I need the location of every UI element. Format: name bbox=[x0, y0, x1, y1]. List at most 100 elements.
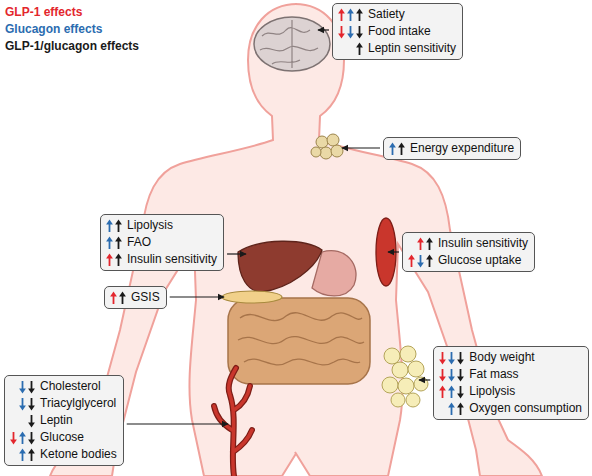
blood-vessel bbox=[214, 368, 252, 476]
arrow-head bbox=[115, 253, 122, 258]
effect-text: Leptin bbox=[40, 412, 73, 429]
effect-row: Energy expenditure bbox=[388, 140, 514, 157]
arrow-head bbox=[457, 393, 464, 398]
change-arrows bbox=[105, 219, 123, 233]
arrow-head bbox=[398, 142, 405, 147]
leader-line bbox=[127, 423, 228, 424]
up-arrow bbox=[356, 42, 363, 55]
change-arrows bbox=[388, 142, 406, 156]
arrow-head bbox=[417, 237, 424, 242]
effect-row: Glucose uptake bbox=[407, 252, 528, 269]
pancreas bbox=[222, 291, 282, 303]
arrow-head bbox=[338, 33, 345, 38]
up-arrow bbox=[347, 8, 354, 21]
effect-row: Fat mass bbox=[438, 366, 582, 383]
down-arrow bbox=[457, 369, 464, 382]
arrow-head bbox=[28, 439, 35, 444]
arrow-head bbox=[448, 402, 455, 407]
effect-text: Body weight bbox=[469, 349, 534, 366]
effect-row: Insulin sensitivity bbox=[407, 235, 528, 252]
change-arrows bbox=[105, 253, 123, 267]
arrow-head bbox=[347, 8, 354, 13]
legend-entry: Glucagon effects bbox=[5, 21, 139, 38]
arrow-head bbox=[106, 253, 113, 258]
arrow-head bbox=[448, 359, 455, 364]
arrow-head bbox=[28, 388, 35, 393]
down-arrow bbox=[439, 352, 446, 365]
liver bbox=[238, 241, 322, 292]
change-arrows bbox=[438, 385, 465, 399]
change-arrows bbox=[337, 8, 364, 22]
arrow-head bbox=[115, 236, 122, 241]
down-arrow bbox=[19, 381, 26, 394]
change-arrows bbox=[337, 25, 364, 39]
white-fat bbox=[382, 346, 428, 407]
effect-row: Insulin sensitivity bbox=[105, 251, 217, 268]
arrow-head bbox=[10, 439, 17, 444]
effect-text: Triacylglycerol bbox=[40, 395, 116, 412]
effect-text: Lipolysis bbox=[127, 217, 173, 234]
down-arrow bbox=[448, 352, 455, 365]
arrow-head bbox=[19, 448, 26, 453]
change-arrows bbox=[438, 402, 465, 416]
effect-row: Lipolysis bbox=[438, 383, 582, 400]
change-arrows bbox=[9, 414, 36, 428]
arrow-head bbox=[106, 219, 113, 224]
fat-cell bbox=[408, 361, 424, 377]
effect-row: Lipolysis bbox=[105, 217, 217, 234]
down-arrow bbox=[457, 386, 464, 399]
arrow-head bbox=[439, 376, 446, 381]
down-arrow bbox=[417, 255, 424, 268]
up-arrow bbox=[19, 448, 26, 461]
change-arrows bbox=[105, 236, 123, 250]
change-arrows bbox=[109, 291, 127, 305]
down-arrow bbox=[457, 352, 464, 365]
intestine-loops bbox=[238, 313, 364, 365]
change-arrows bbox=[9, 431, 36, 445]
up-arrow bbox=[115, 236, 122, 249]
legend-text: GLP-1 effects bbox=[5, 5, 82, 19]
arrow-head bbox=[338, 8, 345, 13]
arrow-head bbox=[439, 385, 446, 390]
effect-text: Oxygen consumption bbox=[469, 400, 582, 417]
leader-line bbox=[342, 147, 380, 148]
fat-cell bbox=[391, 393, 405, 407]
leader-lines bbox=[127, 30, 431, 424]
arrow-head bbox=[448, 385, 455, 390]
up-arrow bbox=[115, 219, 122, 232]
up-arrow bbox=[106, 236, 113, 249]
leader-line bbox=[419, 379, 430, 380]
fat-cell bbox=[414, 377, 428, 391]
down-arrow bbox=[356, 26, 363, 39]
change-arrows bbox=[438, 351, 465, 365]
up-arrow bbox=[398, 142, 405, 155]
arrow-head bbox=[426, 254, 433, 259]
up-arrow bbox=[119, 291, 126, 304]
effect-box: Insulin sensitivityGlucose uptake bbox=[402, 232, 535, 272]
effect-box: Energy expenditure bbox=[383, 137, 521, 160]
down-arrow bbox=[439, 369, 446, 382]
leader-line bbox=[388, 251, 399, 252]
effect-text: FAO bbox=[127, 234, 151, 251]
legend-entry: GLP-1/glucagon effects bbox=[5, 38, 139, 55]
brain-folds bbox=[260, 20, 318, 68]
arrow-head bbox=[457, 359, 464, 364]
fat-cell bbox=[400, 346, 416, 362]
arrow-head bbox=[110, 291, 117, 296]
fat-cell bbox=[327, 134, 339, 146]
up-arrow bbox=[28, 448, 35, 461]
up-arrow bbox=[106, 219, 113, 232]
up-arrow bbox=[110, 291, 117, 304]
effect-text: Glucose bbox=[40, 429, 84, 446]
up-arrow bbox=[356, 8, 363, 21]
arrow-head bbox=[19, 431, 26, 436]
effect-text: Food intake bbox=[368, 23, 431, 40]
legend-entry: GLP-1 effects bbox=[5, 4, 139, 21]
down-arrow bbox=[28, 432, 35, 445]
effect-text: Cholesterol bbox=[40, 378, 101, 395]
brown-fat bbox=[311, 134, 343, 159]
legend: GLP-1 effectsGlucagon effectsGLP-1/gluca… bbox=[5, 4, 139, 55]
fat-cell bbox=[398, 378, 414, 394]
change-arrows bbox=[9, 380, 36, 394]
arrow-head bbox=[389, 142, 396, 147]
